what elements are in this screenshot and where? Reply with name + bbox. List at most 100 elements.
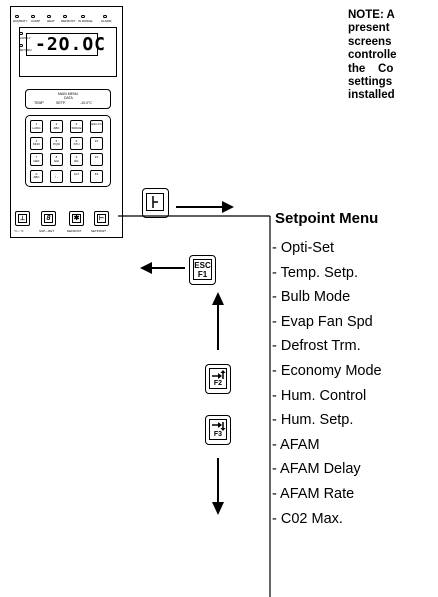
keypad-key-text: ESC F1 xyxy=(91,122,102,126)
unit-toggle-key[interactable]: ⊥ xyxy=(15,211,30,226)
keypad-key-text: F3 xyxy=(94,155,99,159)
f2-key-face: F2 xyxy=(209,368,227,389)
setpoint-menu-item[interactable]: - Defrost Trm. xyxy=(272,338,361,355)
keypad-key-text: ALT xyxy=(73,171,80,176)
keypad-key-text: MNO xyxy=(33,142,40,146)
keypad-key-text: GHI xyxy=(53,158,60,163)
led-indicator xyxy=(81,15,85,18)
esc-key-face: ESC F1 xyxy=(193,259,212,280)
keypad-key[interactable]: ./ - xyxy=(50,169,63,183)
keypad-key-text: / - xyxy=(55,175,58,179)
keypad-key[interactable]: F3 xyxy=(90,153,103,166)
setpoint-menu-item[interactable]: - Temp. Setp. xyxy=(272,264,358,281)
temperature-display: -2O.OC xyxy=(26,33,105,56)
setpoint-key[interactable]: ⊢ xyxy=(94,211,109,226)
supply-label: SUPPLY xyxy=(19,36,31,40)
supply-led xyxy=(19,32,23,35)
menu-display: MAIN MENU DATA TEMP SETP. -10.0°C xyxy=(25,89,111,109)
f3-label: F3 xyxy=(213,431,223,438)
led-indicator xyxy=(47,15,51,18)
keypad-key-text: LANG xyxy=(32,125,41,130)
keypad-key-number: 5 xyxy=(55,138,58,143)
down-arrow-head-icon xyxy=(212,502,224,515)
setpoint-menu-title: Setpoint Menu xyxy=(275,210,379,227)
keypad-key-text: DEF xyxy=(33,158,40,163)
defrost-key[interactable]: ✱ xyxy=(69,211,84,226)
keypad-key[interactable]: F2 xyxy=(90,136,103,150)
thermometer-icon xyxy=(146,193,164,211)
keypad-key-text: ABC xyxy=(53,125,60,130)
setpoint-menu-item[interactable]: - C02 Max. xyxy=(272,510,343,527)
led-indicator xyxy=(63,15,67,18)
setpoint-menu-item[interactable]: - Hum. Setp. xyxy=(272,412,354,429)
func-label: SUP↔RET xyxy=(39,229,55,233)
keypad-key-text: STU xyxy=(73,142,80,146)
setpoint-menu-list: - Opti-Set - Temp. Setp. - Bulb Mode - Evap… xyxy=(272,236,382,531)
return-led xyxy=(19,44,23,47)
f3-key[interactable]: F3 xyxy=(205,415,231,445)
setpoint-menu-item[interactable]: - AFAM Rate xyxy=(272,485,355,502)
return-label: RETURN xyxy=(19,48,32,52)
led-label: DEFROST xyxy=(61,19,76,23)
setpoint-menu-item[interactable]: - AFAM Delay xyxy=(272,461,361,478)
f2-label: F2 xyxy=(213,380,223,387)
keypad-key-number: 0 xyxy=(35,171,38,176)
led-label: HEAT xyxy=(47,19,55,23)
led-indicator xyxy=(15,15,19,18)
led-indicator xyxy=(103,15,107,18)
esc-f1-key[interactable]: ESC F1 xyxy=(189,255,216,285)
setpoint-menu-item[interactable]: - Economy Mode xyxy=(272,362,382,379)
f1-label: F1 xyxy=(197,270,208,279)
keypad-key[interactable]: ESC F1 xyxy=(90,120,103,133)
setpoint-menu-item[interactable]: - AFAM xyxy=(272,436,320,453)
keypad-key-number: 3 xyxy=(75,122,78,126)
keypad-key-number: 2 xyxy=(55,122,58,126)
keypad-key[interactable]: F4 xyxy=(90,169,103,183)
led-indicator xyxy=(31,15,35,18)
keypad-key-number: 9 xyxy=(75,155,78,159)
f2-key[interactable]: F2 xyxy=(205,364,231,394)
func-label: °C↔°F xyxy=(14,229,24,233)
display-value: -2O.OC xyxy=(35,34,107,55)
setpoint-menu-item[interactable]: - Opti-Set xyxy=(272,240,335,256)
keypad-key-text: F4 xyxy=(94,171,99,176)
display-screen: SUPPLY RETURN -2O.OC xyxy=(19,27,117,77)
keypad-key-number: 7 xyxy=(35,155,38,159)
setpoint-key-large[interactable] xyxy=(142,188,169,218)
led-label: ALARM xyxy=(101,19,112,23)
menu-line: MAIN MENU xyxy=(58,92,79,96)
keypad-key-text: ABC xyxy=(33,175,40,179)
keypad-key-number: 1 xyxy=(35,122,38,126)
keypad-key-number: 6 xyxy=(75,138,78,143)
setpoint-menu-item[interactable]: - Hum. Control xyxy=(272,387,367,404)
keypad-key-text: PQR xyxy=(53,142,60,146)
keypad-key-number: . xyxy=(56,171,57,176)
left-arrow-head-icon xyxy=(140,262,152,274)
keypad-key-number: 4 xyxy=(35,138,38,143)
sup-ret-key[interactable]: 8 xyxy=(41,211,56,226)
keypad-key[interactable]: ALT xyxy=(70,169,83,183)
note-text: NOTE: A present screens controlle the Co… xyxy=(348,9,397,102)
keypad-key-number: 8 xyxy=(55,155,58,159)
func-label: SETPOINT xyxy=(91,229,107,233)
setpoint-menu-item[interactable]: - Evap Fan Spd xyxy=(272,313,373,330)
menu-line: -10.0°C xyxy=(80,101,92,105)
menu-line: TEMP xyxy=(34,101,44,105)
up-arrow-head-icon xyxy=(212,292,224,305)
right-arrow-head-icon xyxy=(222,201,234,213)
setpoint-menu-item[interactable]: - Bulb Mode xyxy=(272,289,351,306)
f3-key-face: F3 xyxy=(209,419,227,440)
led-label: HUMIDITY xyxy=(13,19,28,23)
func-label: DEFROST xyxy=(67,229,82,233)
